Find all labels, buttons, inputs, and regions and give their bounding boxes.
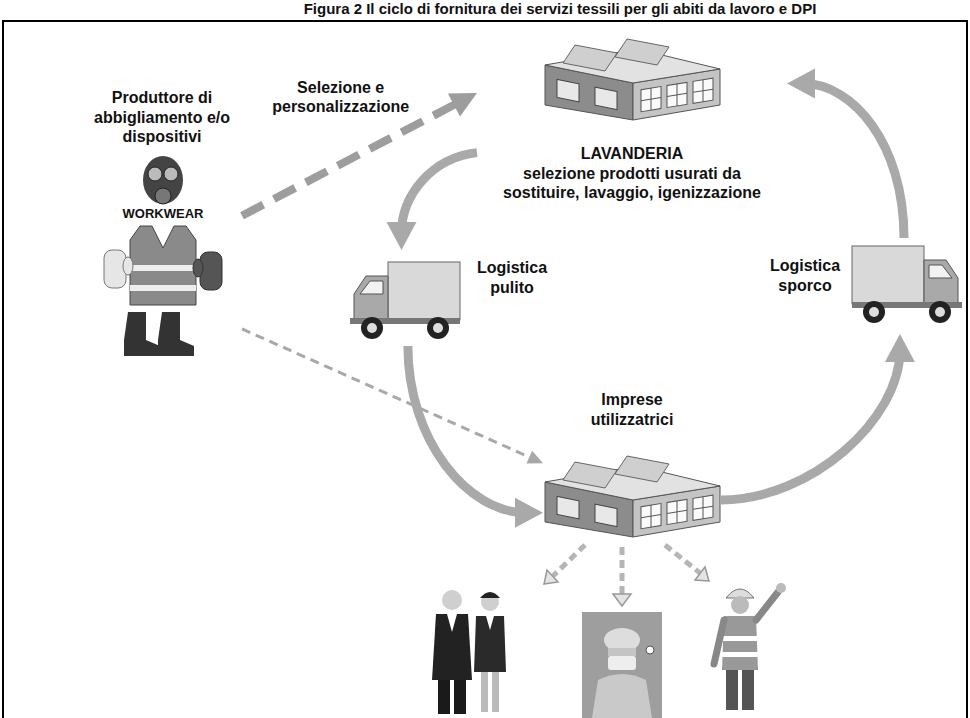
- arrowhead: [515, 498, 543, 528]
- laundry-building: [545, 39, 720, 120]
- arrowhead: [526, 451, 543, 464]
- node-label: Logistica pulito: [466, 258, 558, 297]
- worker-arrowheads: [544, 567, 709, 606]
- flow-connector: [387, 153, 478, 250]
- surgeon-photo: [582, 612, 662, 718]
- producer-node: Produttore di abbigliamento e/o disposit…: [82, 86, 242, 362]
- figure-frame: [3, 21, 967, 718]
- arrowhead: [387, 222, 417, 250]
- construction-worker-photo: [714, 583, 786, 710]
- brand-logo-text: WORKWEAR: [123, 206, 204, 222]
- workwear-items: [104, 156, 222, 356]
- flow-connector: [721, 334, 915, 500]
- clean-logistics-node: Logistica pulito: [348, 250, 562, 346]
- figure-title: Figura 2 Il ciclo di fornitura dei servi…: [160, 0, 960, 18]
- connector-line: [721, 351, 900, 500]
- flow-connector: [787, 69, 904, 238]
- node-label: Imprese utilizzatrici: [572, 390, 692, 429]
- flow-connector: [242, 329, 543, 464]
- office-workers-photo: [432, 590, 506, 714]
- connector-line: [804, 84, 904, 238]
- dirty-truck: [852, 246, 962, 323]
- company-building: [545, 456, 720, 537]
- laundry-node: LAVANDERIAselezione prodotti usurati da …: [477, 22, 787, 209]
- dirty-logistics-node: Logistica sporco: [755, 238, 962, 334]
- node-body: selezione prodotti usurati da sostituire…: [487, 164, 777, 203]
- arrowhead: [787, 69, 815, 99]
- node-heading: LAVANDERIA: [487, 144, 777, 164]
- arrowhead: [885, 334, 915, 362]
- edge-label: Selezione e personalizzazione: [266, 78, 416, 117]
- connector-line: [402, 153, 478, 234]
- node-label: Logistica sporco: [759, 256, 851, 295]
- arrowhead: [448, 93, 477, 117]
- connector-line: [242, 100, 463, 216]
- worker-arrows: [553, 545, 700, 594]
- flow-connector: [408, 346, 543, 528]
- connector-line: [408, 346, 526, 513]
- clean-truck: [350, 262, 460, 339]
- node-label: Produttore di abbigliamento e/o disposit…: [87, 88, 237, 147]
- connector-line: [242, 329, 535, 460]
- user-companies-node: Imprese utilizzatrici: [543, 388, 721, 548]
